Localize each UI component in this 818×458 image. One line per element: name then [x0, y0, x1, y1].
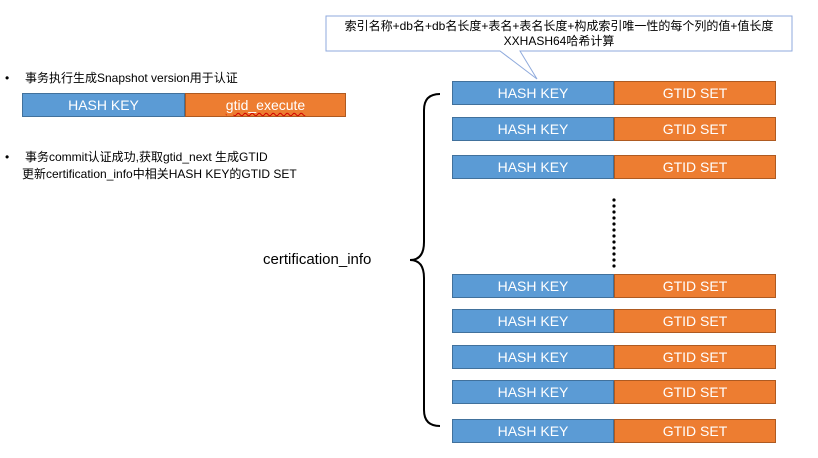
- ellipsis-dots: [612, 198, 616, 268]
- row-8-gtid-set: GTID SET: [614, 419, 776, 443]
- row-5-gtid-set: GTID SET: [614, 309, 776, 333]
- bullet2-line1: 事务commit认证成功,获取gtid_next 生成GTID: [25, 150, 268, 164]
- row-4-gtid-set: GTID SET: [614, 274, 776, 298]
- certification-info-label: certification_info: [263, 251, 372, 268]
- bullet2-line2: 更新certification_info中相关HASH KEY的GTID SET: [22, 167, 297, 181]
- row-6-hash-key: HASH KEY: [452, 345, 614, 369]
- row-2-hash-key: HASH KEY: [452, 117, 614, 141]
- bullet1-text: 事务执行生成Snapshot version用于认证: [25, 71, 238, 85]
- snapshot-gtid-execute: gtid_execute: [185, 93, 346, 117]
- row-8-hash-key: HASH KEY: [452, 419, 614, 443]
- row-5-hash-key: HASH KEY: [452, 309, 614, 333]
- curly-brace: [409, 93, 441, 427]
- row-1-hash-key: HASH KEY: [452, 81, 614, 105]
- callout-shape: [325, 15, 793, 80]
- gtid-execute-text: gtid_execute: [225, 97, 306, 113]
- row-7-gtid-set: GTID SET: [614, 380, 776, 404]
- callout-line1-text: 索引名称+db名+db名长度+表名+表名长度+构成索引唯一性的每个列的值+值长度: [344, 19, 774, 33]
- row-3-gtid-set: GTID SET: [614, 155, 776, 179]
- callout-line2: XXHASH64哈希计算: [503, 34, 615, 48]
- bullet1-marker: •: [5, 71, 10, 85]
- row-4-hash-key: HASH KEY: [452, 274, 614, 298]
- row-6-gtid-set: GTID SET: [614, 345, 776, 369]
- row-3-hash-key: HASH KEY: [452, 155, 614, 179]
- callout-line1: 索引名称+db名+db名长度+表名+表名长度+构成索引唯一性的每个列的值+值长度: [326, 19, 792, 34]
- row-1-gtid-set: GTID SET: [614, 81, 776, 105]
- bullet2-marker: •: [5, 150, 10, 164]
- row-7-hash-key: HASH KEY: [452, 380, 614, 404]
- row-2-gtid-set: GTID SET: [614, 117, 776, 141]
- snapshot-hash-key: HASH KEY: [22, 93, 185, 117]
- callout: 索引名称+db名+db名长度+表名+表名长度+构成索引唯一性的每个列的值+值长度…: [326, 19, 792, 49]
